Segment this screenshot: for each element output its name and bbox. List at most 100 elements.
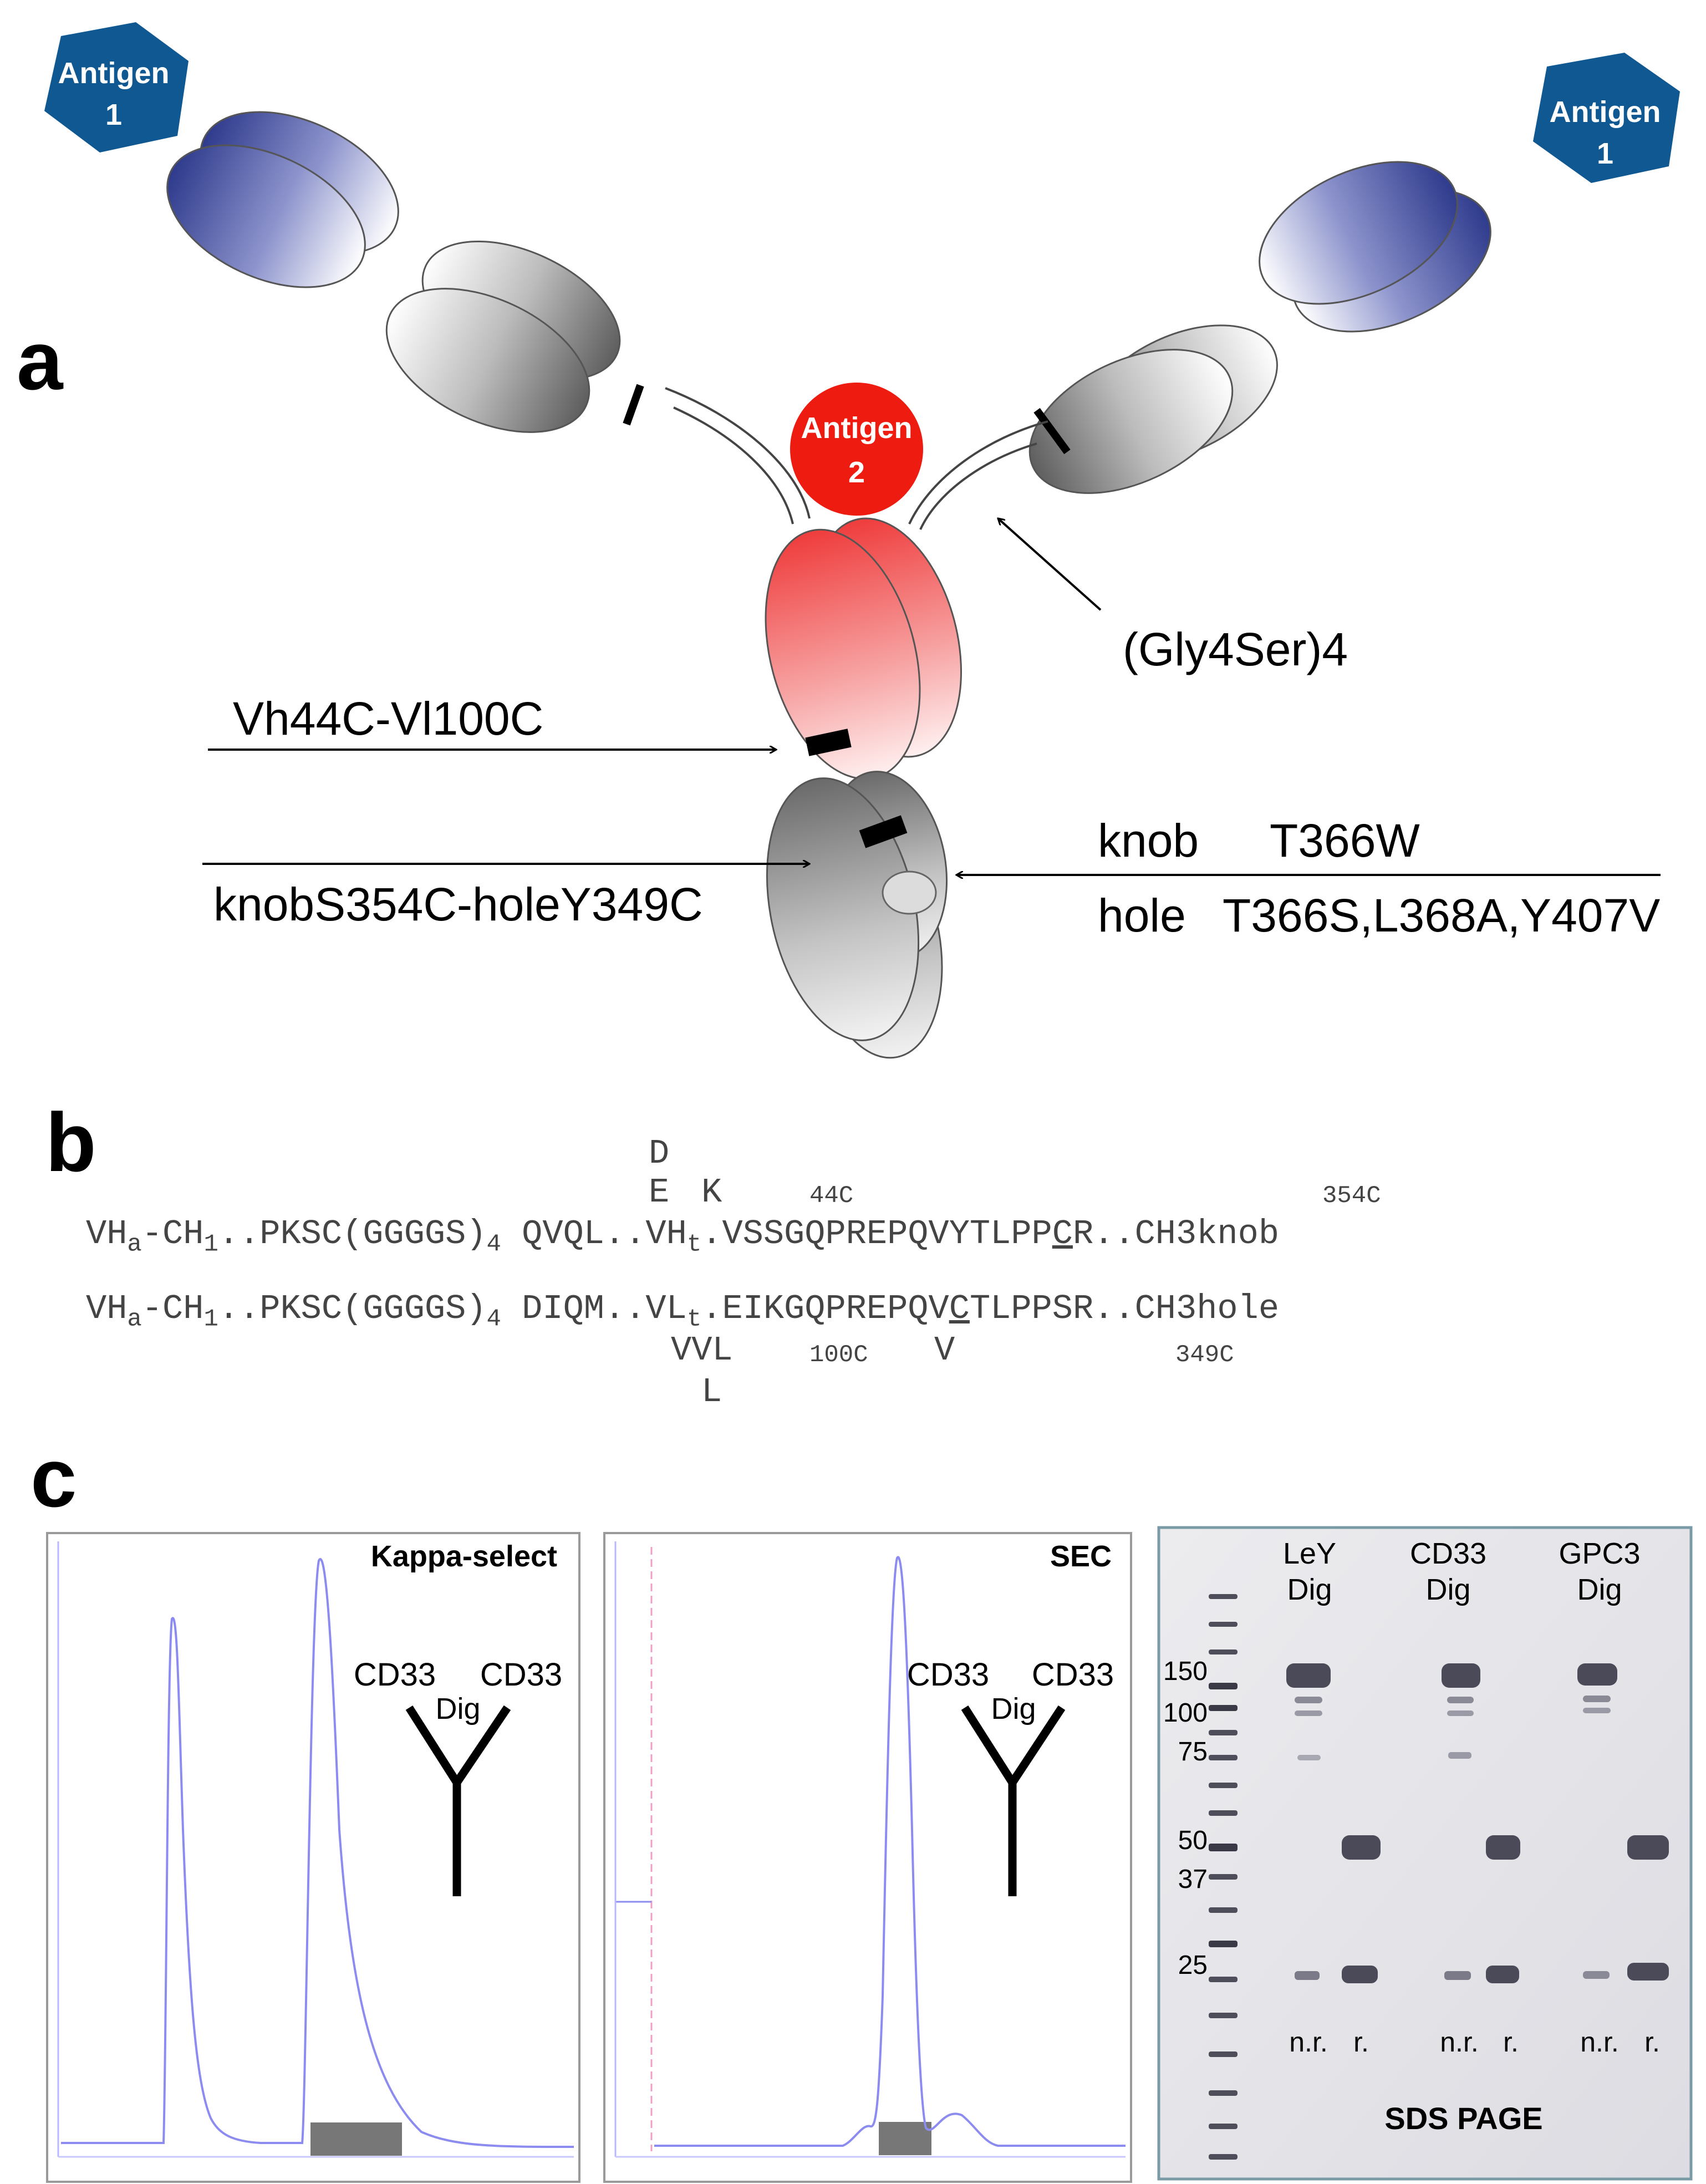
gel-frame [1157,1526,1693,2181]
sequence-row-knob: VHa-CH1..PKSC(GGGGS)4 QVQL..VHt.VSSGQPRE… [86,1214,1279,1259]
position-349c: 349C [1175,1341,1234,1369]
kappa-trace [61,1558,574,2148]
kappa-select-chromatogram: Kappa-select CD33 CD33 Dig [46,1532,580,2183]
ladder-band [1209,2013,1238,2018]
above-d: D [649,1134,670,1173]
sequence-alignment: D E K 44C 354C VHa-CH1..PKSC(GGGGS)4 QVQ… [0,1126,1706,1436]
marker-25: 25 [1178,1951,1208,1980]
right-hinge-2 [919,442,1037,530]
ladder-band [1209,1683,1238,1689]
band-ley-nr-150 [1286,1663,1331,1688]
knob-label: knob [1098,814,1199,867]
row2-seq2: .EIKGQPREPQV [701,1289,949,1328]
row1-mid: -CH [141,1214,204,1254]
antigen1-left: Antigen 1 [44,22,189,152]
antigen2-label: Antigen [801,411,913,445]
right-cl-domain [1028,349,1234,494]
marker-37: 37 [1178,1865,1208,1894]
lane-ley-name: LeY [1283,1537,1336,1570]
left-fab-arm [166,111,811,525]
kappa-dig: Dig [435,1692,480,1725]
lane-cd33-name: CD33 [1410,1537,1486,1570]
ladder-band [1209,1755,1238,1760]
left-hinge-2 [673,406,794,525]
central-scfv [765,517,962,780]
band-cd33-r-25 [1486,1966,1519,1983]
band-cd33-nr-150 [1442,1663,1480,1688]
antigen1-right-label: Antigen [1550,95,1661,129]
right-vl-domain [1259,161,1458,305]
band-ley-nr-95 [1295,1710,1322,1716]
ladder-band [1209,1783,1238,1788]
sec-cd33-right: CD33 [1032,1657,1114,1693]
row2-sub-4: 4 [486,1305,501,1333]
ladder-band [1209,2154,1238,2160]
lane-cd33-r-label: r. [1503,2027,1519,2058]
kappa-fraction-box [310,2122,402,2156]
row2-cys: C [949,1289,970,1328]
ladder-band [1209,2090,1238,2096]
band-gpc3-nr-95 [1583,1708,1611,1713]
lane-gpc3-r-label: r. [1644,2027,1660,2058]
panel-c-figures: Kappa-select CD33 CD33 Dig SEC CD33 CD33… [46,1526,1693,2183]
kappa-frame [46,1532,580,2183]
marker-100: 100 [1163,1698,1208,1728]
sec-frame [603,1532,1132,2183]
row2-mid: -CH [141,1289,204,1328]
lane-gpc3-name: GPC3 [1559,1537,1640,1570]
sec-chromatogram: SEC CD33 CD33 Dig [603,1532,1132,2183]
row2-seq1: DIQM..VL [522,1289,687,1328]
position-100c: 100C [809,1341,868,1369]
antigen2-circle [790,383,923,516]
knob-hole-disulfide-label: knobS354C-holeY349C [213,878,703,930]
panel-label-a: a [17,314,63,407]
row2-seq3: TLPPSR..CH3hole [969,1289,1280,1328]
hole-label: hole [1098,889,1186,941]
row1-seq1: QVQL..VH [522,1214,687,1254]
sec-fraction-box [879,2122,931,2155]
ladder-band [1209,1650,1238,1654]
sds-page-gel: 150 100 75 50 37 25 LeY Dig CD33 Dig GPC… [1157,1526,1693,2181]
ladder-band [1209,1977,1238,1982]
row1-sub-t: t [686,1230,702,1259]
marker-150: 150 [1163,1657,1208,1686]
row1-prefix: VH [86,1214,128,1254]
gel-title: SDS PAGE [1384,2101,1542,2136]
below-vvl: VVL [671,1331,733,1370]
kappa-cd33-right: CD33 [480,1657,562,1693]
row2-prefix: VH [86,1289,128,1328]
left-cl-domain [385,288,590,433]
ladder-band [1209,1941,1238,1947]
row1-linker: ..PKSC(GGGGS) [218,1214,487,1254]
band-ley-nr-75 [1297,1755,1321,1760]
linker-label: (Gly4Ser)4 [1123,623,1348,675]
right-fab-arm [908,161,1491,530]
below-v: V [934,1331,955,1370]
antigen1-left-hexagon [44,22,189,152]
knob-mutation: T366W [1270,814,1420,867]
kappa-title: Kappa-select [371,1540,557,1573]
fc-region [766,771,948,1059]
antigen1-right-number: 1 [1597,137,1613,170]
band-gpc3-nr-100 [1583,1696,1611,1702]
band-gpc3-r-25 [1627,1963,1669,1981]
kappa-cd33-left: CD33 [354,1657,436,1693]
antigen2: Antigen 2 [790,383,923,516]
antigen2-number: 2 [848,456,865,489]
marker-50: 50 [1178,1826,1208,1855]
antigen1-left-number: 1 [105,98,122,131]
row1-cys: C [1052,1214,1073,1254]
sec-dig: Dig [991,1692,1036,1725]
row1-sub-a: a [127,1230,142,1259]
lane-ley-dig: Dig [1287,1573,1332,1606]
band-gpc3-r-50 [1627,1835,1669,1860]
knob-hole-disulfide-bar [859,815,908,848]
above-k: K [701,1173,722,1212]
row2-linker: ..PKSC(GGGGS) [218,1289,487,1328]
disulfide-label: Vh44C-Vl100C [233,693,543,745]
band-cd33-nr-25 [1444,1971,1471,1980]
panel-label-b: b [45,1096,96,1189]
lane-cd33-dig: Dig [1425,1573,1470,1606]
lane-gpc3-dig: Dig [1577,1573,1622,1606]
ladder-band [1209,1705,1238,1711]
